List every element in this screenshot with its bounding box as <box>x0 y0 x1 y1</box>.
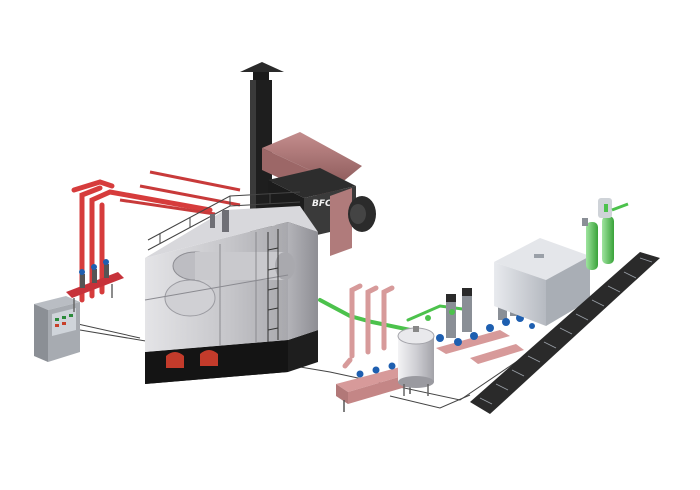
boiler <box>144 191 318 384</box>
boiler-logo: BFCBI <box>312 199 342 209</box>
induced-draft-fan <box>330 188 376 256</box>
furnace-door-left <box>166 352 184 368</box>
furnace-door-right <box>200 350 218 366</box>
feed-water-line <box>318 298 472 334</box>
deaerator <box>397 326 435 396</box>
distribution-header <box>66 179 213 312</box>
softener-columns <box>582 198 629 270</box>
control-cabinet <box>34 296 80 362</box>
slag-grates <box>470 252 660 414</box>
water-tank <box>494 238 590 326</box>
steam-pipes <box>119 170 241 216</box>
